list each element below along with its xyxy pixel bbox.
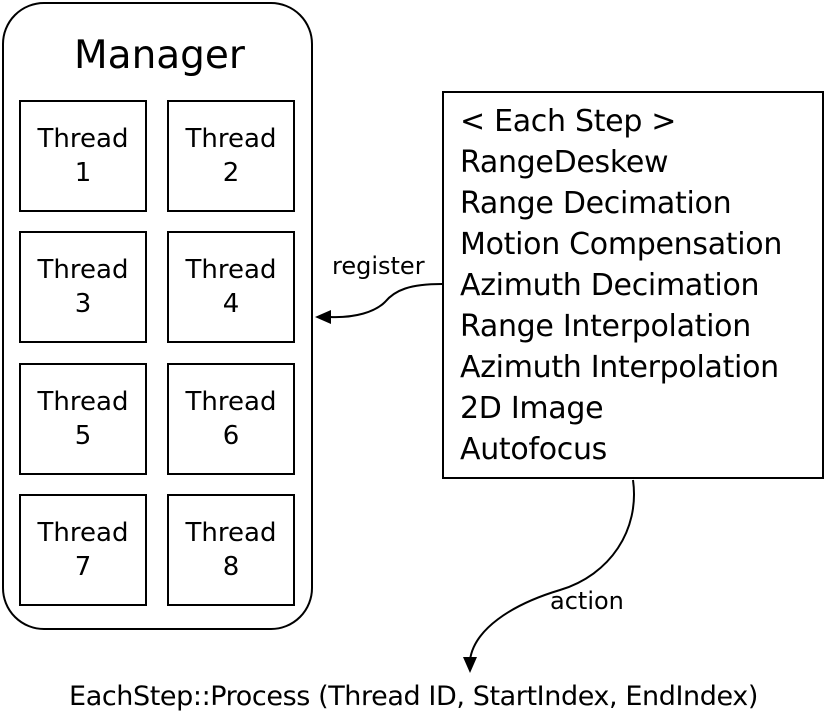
- thread-box-1: Thread 1: [19, 100, 147, 212]
- process-call-text: EachStep::Process (Thread ID, StartIndex…: [69, 681, 758, 712]
- thread-box-8: Thread 8: [167, 494, 295, 606]
- thread-label: Thread: [185, 255, 277, 285]
- thread-number: 4: [222, 289, 240, 319]
- register-arrowhead-icon: [315, 310, 331, 324]
- thread-number: 8: [222, 552, 240, 582]
- thread-label: Thread: [185, 387, 277, 417]
- thread-number: 3: [74, 289, 92, 319]
- thread-box-4: Thread 4: [167, 231, 295, 343]
- step-item: Range Decimation: [460, 186, 732, 221]
- thread-box-7: Thread 7: [19, 494, 147, 606]
- action-connector: [469, 479, 635, 661]
- step-item: Azimuth Interpolation: [460, 350, 779, 385]
- thread-label: Thread: [37, 387, 129, 417]
- manager-title: Manager: [74, 33, 245, 78]
- action-label: action: [550, 587, 624, 615]
- thread-number: 7: [74, 552, 92, 582]
- thread-label: Thread: [185, 124, 277, 154]
- thread-box-2: Thread 2: [167, 100, 295, 212]
- step-item: Range Interpolation: [460, 309, 751, 344]
- thread-label: Thread: [37, 255, 129, 285]
- each-step-header: < Each Step >: [460, 104, 677, 139]
- thread-number: 1: [74, 158, 92, 188]
- thread-box-5: Thread 5: [19, 363, 147, 475]
- each-step-box: < Each Step > RangeDeskew Range Decimati…: [442, 91, 824, 479]
- thread-number: 2: [222, 158, 240, 188]
- step-item: Autofocus: [460, 432, 608, 467]
- step-item: RangeDeskew: [460, 145, 669, 180]
- thread-box-6: Thread 6: [167, 363, 295, 475]
- thread-label: Thread: [185, 518, 277, 548]
- thread-number: 5: [74, 421, 92, 451]
- step-item: Motion Compensation: [460, 227, 783, 262]
- thread-box-3: Thread 3: [19, 231, 147, 343]
- step-item: 2D Image: [460, 391, 604, 426]
- thread-label: Thread: [37, 518, 129, 548]
- step-item: Azimuth Decimation: [460, 268, 760, 303]
- register-connector: [329, 283, 443, 319]
- thread-number: 6: [222, 421, 240, 451]
- thread-label: Thread: [37, 124, 129, 154]
- action-arrowhead-icon: [463, 657, 477, 673]
- register-label: register: [332, 252, 425, 280]
